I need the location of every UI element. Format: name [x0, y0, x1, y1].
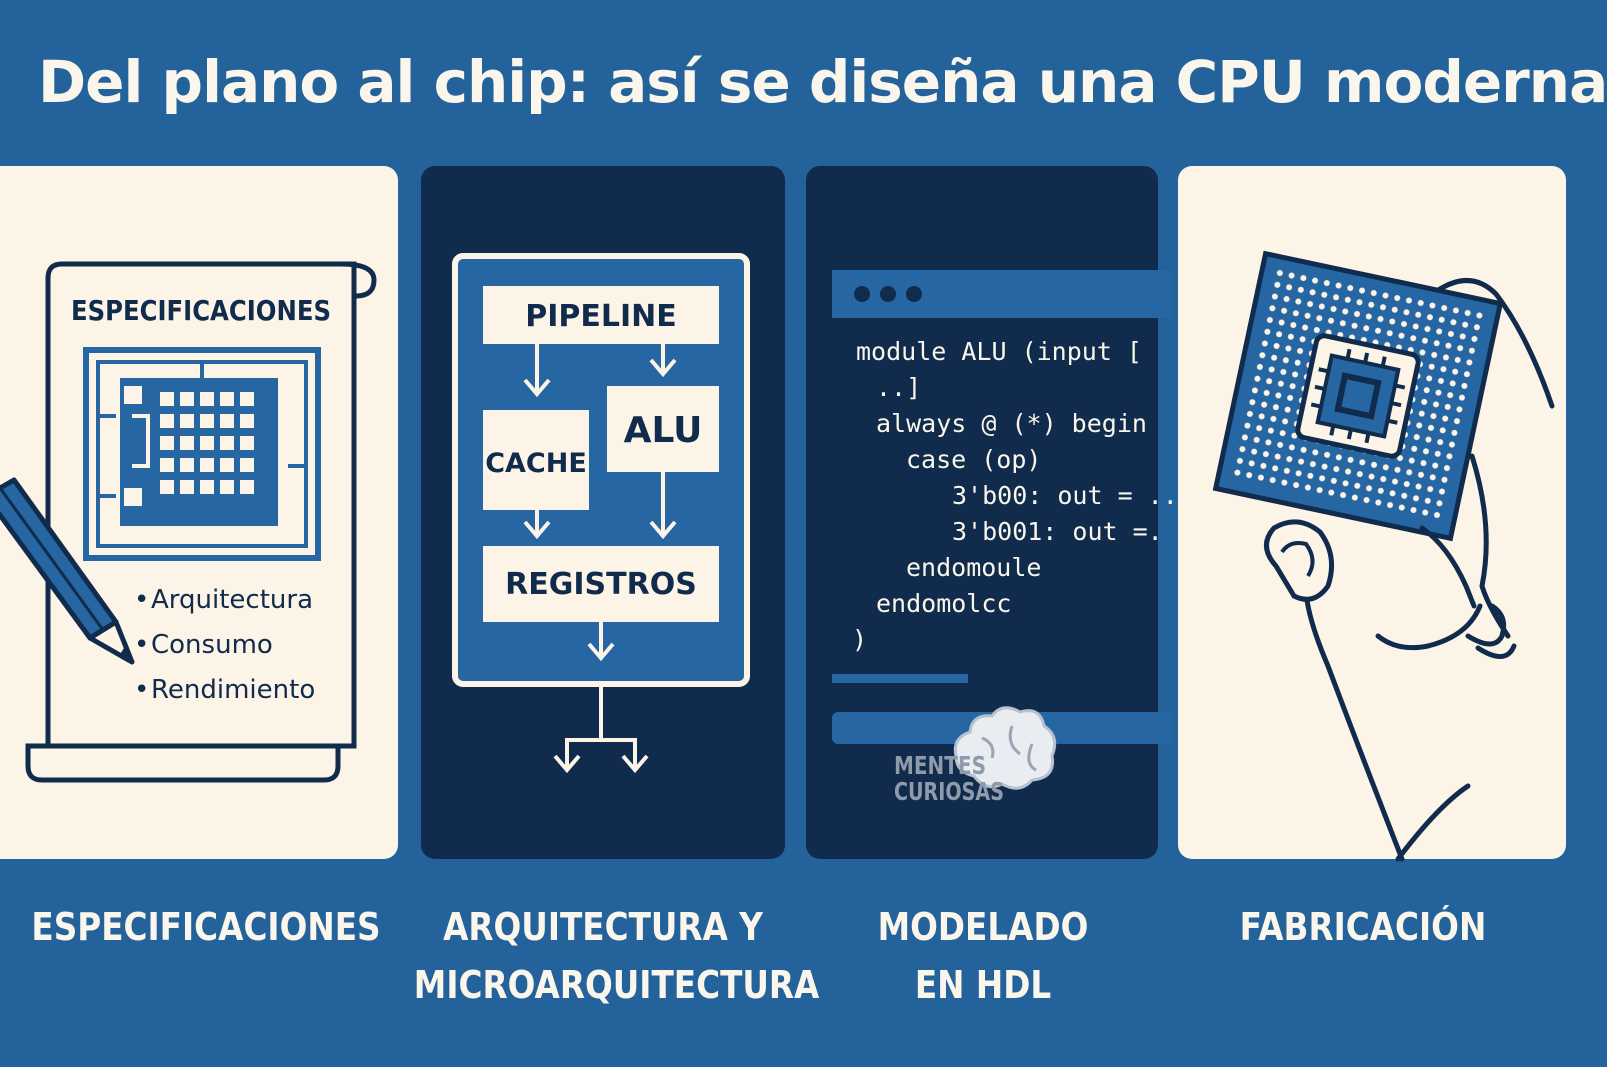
svg-text:•: • — [134, 630, 149, 660]
caption-fabrication: FABRICACIÓN — [1178, 898, 1548, 956]
svg-text:CACHE: CACHE — [485, 448, 587, 479]
panel-hdl: module ALU (input [ ..] always @ (*) beg… — [806, 166, 1193, 859]
watermark-line: MENTES — [894, 751, 986, 780]
code-line: module ALU (input [ — [856, 337, 1142, 366]
hdl-illustration: module ALU (input [ ..] always @ (*) beg… — [832, 270, 1193, 806]
code-block: module ALU (input [ ..] always @ (*) beg… — [852, 337, 1193, 654]
code-line: always @ (*) begin — [876, 409, 1147, 438]
brain-logo-icon: MENTES CURIOSAS — [894, 706, 1057, 806]
watermark-line: CURIOSAS — [894, 777, 1004, 806]
caption-hdl: MODELADO EN HDL — [841, 898, 1125, 1014]
svg-text:REGISTROS: REGISTROS — [505, 567, 697, 602]
bullet-list: • Arquitectura • Consumo • Rendimiento — [134, 585, 315, 705]
caption-line: EN HDL — [914, 963, 1052, 1007]
page-title: Del plano al chip: así se diseña una CPU… — [38, 48, 1607, 116]
code-line: endomoule — [906, 553, 1041, 582]
caption-specifications: ESPECIFICACIONES — [22, 898, 390, 956]
caption-line: MODELADO — [877, 905, 1089, 949]
caption-line: ARQUITECTURA Y — [443, 905, 763, 949]
document-heading: ESPECIFICACIONES — [71, 294, 331, 327]
svg-text:•: • — [134, 675, 149, 705]
branch-arrows-icon — [553, 684, 649, 774]
pencil-icon — [0, 477, 135, 665]
caption-line: ESPECIFICACIONES — [31, 905, 381, 949]
code-line: 3'b001: out =. — [952, 517, 1163, 546]
svg-text:•: • — [134, 585, 149, 615]
bullet-item: Rendimiento — [151, 675, 315, 705]
chip-floorplan-icon — [83, 347, 321, 561]
svg-text:PIPELINE: PIPELINE — [525, 299, 677, 334]
code-line: endomolcc — [876, 589, 1011, 618]
block-diagram-icon: PIPELINE CACHE ALU REGISTROS — [452, 253, 750, 774]
specifications-illustration: ESPECIFICACIONES • Arquitectura • Consum… — [0, 261, 377, 783]
caption-architecture: ARQUITECTURA Y MICROARQUITECTURA — [413, 898, 820, 1014]
alu-block: ALU — [607, 386, 719, 472]
cpu-chip-icon — [1212, 250, 1504, 542]
caption-line: MICROARQUITECTURA — [413, 963, 820, 1007]
bullet-item: Arquitectura — [151, 585, 313, 615]
panel-architecture: PIPELINE CACHE ALU REGISTROS — [421, 166, 785, 859]
code-line: ..] — [876, 373, 921, 402]
cache-block: CACHE — [483, 410, 589, 510]
caption-line: FABRICACIÓN — [1239, 905, 1487, 949]
code-line: ) — [852, 625, 867, 654]
code-line: case (op) — [906, 445, 1041, 474]
scroll-document-icon — [25, 261, 377, 783]
panel-fabrication — [1178, 166, 1566, 862]
arrow-down-icon — [523, 344, 677, 662]
code-line: 3'b00: out = ... — [952, 481, 1193, 510]
bullet-item: Consumo — [151, 630, 273, 660]
pipeline-block: PIPELINE — [483, 286, 719, 344]
hand-holding-chip-icon — [1212, 250, 1555, 862]
panel-specifications: ESPECIFICACIONES • Arquitectura • Consum… — [0, 166, 398, 859]
svg-text:ALU: ALU — [624, 410, 703, 451]
registros-block: REGISTROS — [483, 546, 719, 622]
